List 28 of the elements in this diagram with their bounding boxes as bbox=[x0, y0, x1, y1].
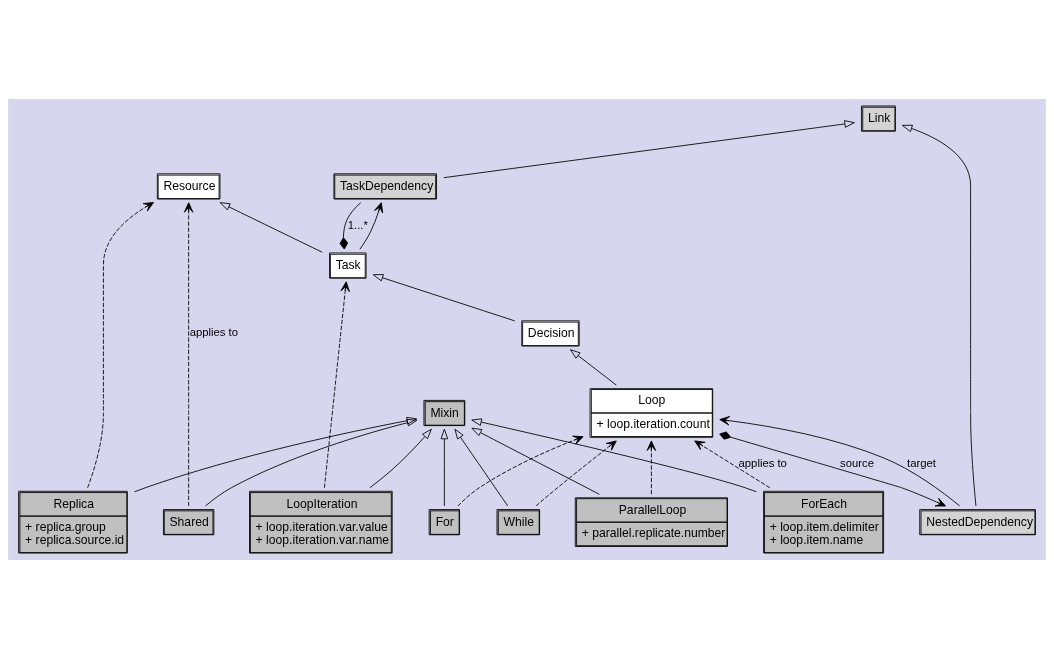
arrow bbox=[323, 281, 350, 489]
edge-label: target bbox=[907, 457, 936, 470]
arrow bbox=[694, 440, 771, 489]
arrow bbox=[457, 435, 584, 507]
arrow bbox=[440, 428, 449, 507]
arrow bbox=[219, 202, 323, 253]
arrow bbox=[183, 202, 194, 507]
arrow bbox=[901, 124, 977, 507]
edge-label: applies to bbox=[738, 457, 787, 470]
arrow bbox=[570, 349, 617, 386]
arrow bbox=[646, 440, 657, 495]
arrow bbox=[719, 431, 946, 507]
arrow bbox=[719, 415, 961, 507]
arrow bbox=[369, 428, 432, 489]
edge-label: applies to bbox=[189, 326, 239, 339]
arrow bbox=[359, 202, 384, 250]
connector bbox=[339, 202, 362, 250]
arrow bbox=[372, 274, 516, 322]
arrow bbox=[87, 202, 154, 489]
arrow bbox=[471, 427, 600, 495]
arrow bbox=[535, 440, 617, 507]
edge-label: source bbox=[840, 457, 875, 470]
arrow bbox=[205, 418, 418, 507]
arrow bbox=[454, 428, 509, 507]
arrow bbox=[134, 416, 418, 493]
edge-label: 1...* bbox=[347, 218, 368, 231]
arrow bbox=[471, 418, 757, 493]
arrow bbox=[443, 120, 855, 179]
